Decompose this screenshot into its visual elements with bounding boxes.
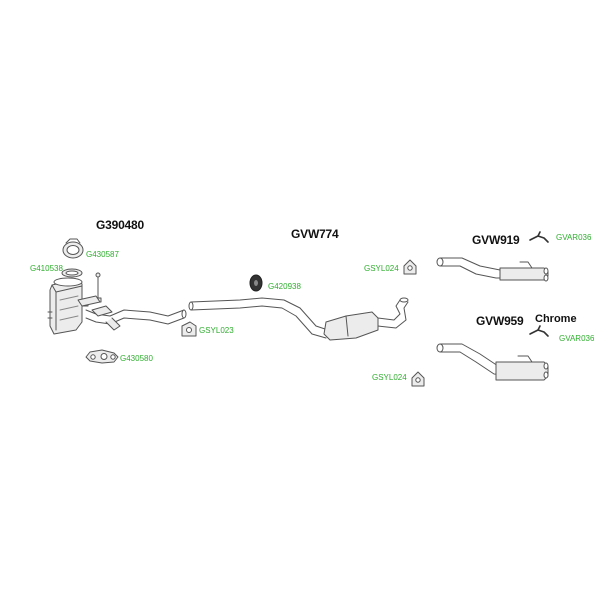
assembly-label-g390480: G390480: [96, 218, 144, 232]
bracket-g390480: [77, 295, 101, 307]
rear-section-gvw959: [436, 343, 549, 381]
assembly-label-gvw774: GVW774: [291, 227, 339, 241]
part-label-g410538: G410538: [30, 264, 63, 273]
rear-section-gvw919: [436, 257, 549, 282]
flange-gasket-g430580: [85, 349, 119, 364]
catalyst-g410538: [47, 277, 89, 335]
fitting-gvar036-bottom: [529, 325, 549, 337]
pipe-gvw774: [188, 297, 409, 341]
assembly-label-gvw919: GVW919: [472, 233, 520, 247]
hanger-gsyl024-bottom: [411, 371, 425, 387]
part-label-gvar036-top: GVAR036: [556, 233, 592, 242]
part-label-gvar036-bottom: GVAR036: [559, 334, 595, 343]
part-label-gsyl023: GSYL023: [199, 326, 234, 335]
part-label-g430580: G430580: [120, 354, 153, 363]
gasket-ring: [61, 268, 83, 278]
part-label-g430587: G430587: [86, 250, 119, 259]
clamp-ring-g430587: [62, 238, 84, 259]
fitting-gvar036-top: [529, 231, 549, 243]
part-label-gsyl024-top: GSYL024: [364, 264, 399, 273]
part-label-g420938: G420938: [268, 282, 301, 291]
hanger-gsyl023: [181, 321, 197, 337]
front-pipe: [85, 305, 187, 331]
assembly-label-gvw959: GVW959: [476, 314, 524, 328]
rubber-mount-g420938: [249, 274, 263, 292]
chrome-label: Chrome: [535, 313, 577, 325]
part-label-gsyl024-bottom: GSYL024: [372, 373, 407, 382]
hanger-gsyl024-top: [403, 259, 417, 275]
